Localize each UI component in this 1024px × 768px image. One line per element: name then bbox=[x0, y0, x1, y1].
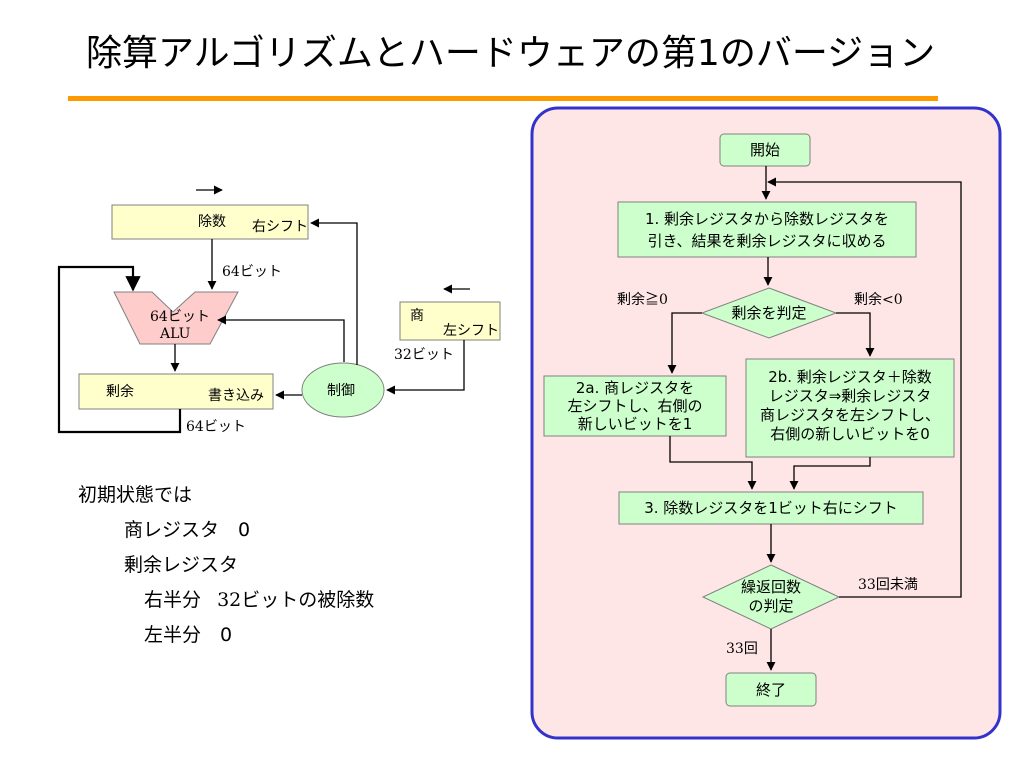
alu-shape bbox=[113, 291, 239, 345]
step1-box bbox=[617, 201, 917, 258]
start-label: 開始 bbox=[750, 141, 780, 159]
divisor-width-label: 64ビット bbox=[222, 264, 282, 280]
step2a-text-1: 2a. 商レジスタを bbox=[576, 379, 694, 397]
step3-text: 3. 除数レジスタを1ビット右にシフト bbox=[644, 499, 898, 517]
initial-remainder: 剰余レジスタ bbox=[124, 554, 239, 576]
step1-text-2: 引き、結果を剰余レジスタに収める bbox=[648, 232, 887, 250]
quotient-label: 商 bbox=[410, 308, 424, 324]
initial-state-heading: 初期状態では bbox=[78, 484, 193, 506]
step2b-text-1: 2b. 剰余レジスタ＋除数 bbox=[768, 368, 932, 386]
remainder-test-decision bbox=[700, 287, 838, 339]
branch-lt0-label: 剰余<0 bbox=[854, 291, 903, 308]
remainder-label: 剰余 bbox=[106, 383, 134, 400]
quotient-shift-label: 左シフト bbox=[443, 323, 499, 339]
right-half-value: 32ビットの被除数 bbox=[217, 589, 375, 611]
initial-right-half: 右半分 32ビットの被除数 bbox=[78, 583, 374, 618]
slide-title: 除算アルゴリズムとハードウェアの第1のバージョン bbox=[86, 33, 936, 74]
decision2-text-2: の判定 bbox=[748, 597, 793, 615]
decision1-label: 剰余を判定 bbox=[731, 304, 806, 322]
step2b-text-4: 右側の新しいビットを0 bbox=[770, 425, 930, 443]
step1-text-1: 1. 剰余レジスタから除数レジスタを bbox=[645, 210, 889, 228]
start-terminal bbox=[719, 133, 811, 167]
control-unit bbox=[301, 362, 385, 418]
loop-back-path bbox=[767, 177, 962, 598]
control-label: 制御 bbox=[327, 383, 355, 399]
right-half-label: 右半分 bbox=[144, 589, 202, 611]
quotient-register bbox=[399, 301, 501, 341]
step2b-text-2: レジスタ⇒剰余レジスタ bbox=[769, 387, 932, 405]
decision2-text-1: 繰返回数 bbox=[741, 578, 801, 596]
divisor-register bbox=[111, 204, 309, 240]
end-terminal bbox=[725, 672, 817, 707]
divisor-label: 除数 bbox=[198, 214, 226, 230]
alu-label-name: ALU bbox=[159, 326, 191, 342]
step2a-box bbox=[543, 375, 727, 437]
initial-left-half: 左半分 0 bbox=[144, 624, 233, 646]
alu-label-bits: 64ビット bbox=[150, 309, 210, 325]
remainder-feedback-path bbox=[57, 265, 182, 434]
step2b-box bbox=[745, 358, 955, 458]
remainder-register bbox=[78, 373, 274, 410]
step2a-text-3: 新しいビットを1 bbox=[578, 415, 693, 433]
initial-quotient: 商レジスタ 0 bbox=[124, 519, 251, 541]
initial-state-block: 初期状態では 商レジスタ 0 剰余レジスタ 右半分 32ビットの被除数 左半分 … bbox=[78, 478, 374, 653]
exit-label: 33回 bbox=[726, 641, 758, 657]
title-underline bbox=[68, 96, 938, 101]
step2b-text-3: 商レジスタを左シフトし、 bbox=[760, 406, 940, 424]
quotient-width-label: 32ビット bbox=[394, 347, 454, 363]
remainder-width-label: 64ビット bbox=[186, 419, 246, 435]
remainder-write-label: 書き込み bbox=[208, 388, 264, 404]
branch-ge0-label: 剰余≧0 bbox=[617, 291, 668, 308]
divisor-shift-label: 右シフト bbox=[252, 219, 308, 235]
end-label: 終了 bbox=[756, 681, 786, 699]
step2a-text-2: 左シフトし、右側の bbox=[567, 397, 702, 415]
loop-label: 33回未満 bbox=[858, 577, 918, 593]
